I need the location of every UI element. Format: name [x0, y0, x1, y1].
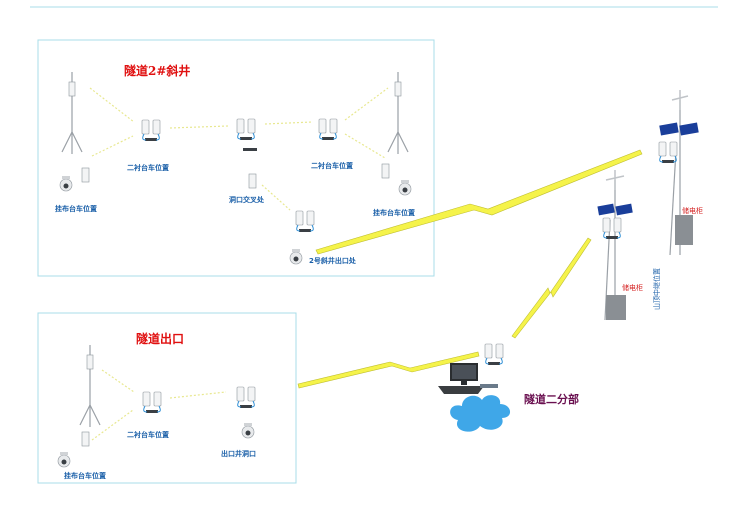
label-hang-cart-bottom: 挂布台车位置 — [64, 471, 106, 480]
ap-pair-shaft-exit-icon — [295, 210, 315, 233]
panel-tunnel-2 — [37, 39, 435, 277]
title-tunnel-2-shaft: 隧道2#斜井 — [124, 63, 190, 78]
link-1 — [89, 87, 135, 123]
ap-pair-relay-right-icon — [658, 141, 678, 164]
ap-pair-branch-icon — [484, 343, 504, 366]
camera-right-icon — [398, 179, 412, 196]
label-hang-cart-right: 挂布台车位置 — [373, 208, 415, 217]
label-second-lining-1: 二衬台车位置 — [127, 163, 169, 172]
link-7 — [261, 184, 291, 211]
link-5 — [344, 87, 389, 121]
title-tunnel-exit: 隧道出口 — [136, 331, 184, 346]
network-cloud-icon — [450, 395, 511, 432]
camera-exit-icon — [57, 451, 71, 468]
wireless-bolt-exit-to-branch — [297, 351, 480, 389]
label-relay-mountain: 山顶中继位置 — [652, 268, 661, 310]
link-3 — [169, 125, 229, 129]
switch-junction-icon — [243, 148, 257, 151]
label-cabinet-2: 储电柜 — [622, 283, 643, 292]
link-4 — [264, 121, 313, 125]
ap-pair-exit-lining-icon — [142, 391, 162, 414]
camera-left-icon — [59, 175, 73, 192]
link-8 — [101, 369, 135, 393]
tripod-exit-icon — [79, 344, 101, 428]
ap-pair-second-lining-1-icon — [141, 119, 161, 142]
label-cabinet-1: 储电柜 — [682, 206, 703, 215]
ap-pair-junction-icon — [236, 118, 256, 141]
computer-icon — [438, 363, 498, 394]
label-second-lining-2: 二衬台车位置 — [311, 161, 353, 170]
wireless-bolt-branch-to-relay — [511, 237, 592, 339]
tripod-right-icon — [387, 71, 409, 155]
ap-pair-relay-left-icon — [602, 217, 622, 240]
tripod-left-icon — [61, 71, 83, 155]
link-6 — [344, 133, 386, 159]
relay-tower-right-icon — [659, 90, 699, 256]
camera-shaft-exit-icon — [289, 248, 303, 265]
ap-junction-down-icon — [248, 173, 257, 189]
label-exit-well: 出口井洞口 — [221, 449, 256, 458]
link-10 — [169, 391, 227, 399]
label-second-lining-bottom: 二衬台车位置 — [127, 430, 169, 439]
panel-tunnel-exit — [37, 312, 297, 484]
label-hang-cart-left: 挂布台车位置 — [55, 204, 97, 213]
title-branch-dept: 隧道二分部 — [524, 392, 579, 406]
ap-pair-exit-well-icon — [236, 386, 256, 409]
ap-left-icon — [81, 167, 90, 183]
wireless-bolt-shaft-to-relay — [315, 149, 643, 255]
relay-tower-left-icon — [597, 170, 633, 321]
camera-exit-well-icon — [241, 422, 255, 439]
label-shaft-exit: 2号斜井出口处 — [309, 256, 357, 265]
label-cave-junction: 洞口交叉处 — [229, 195, 265, 204]
link-2 — [91, 135, 134, 157]
ap-exit-left-icon — [81, 431, 90, 447]
link-9 — [91, 409, 134, 441]
ap-right-icon — [381, 163, 390, 179]
ap-pair-second-lining-2-icon — [318, 118, 338, 141]
